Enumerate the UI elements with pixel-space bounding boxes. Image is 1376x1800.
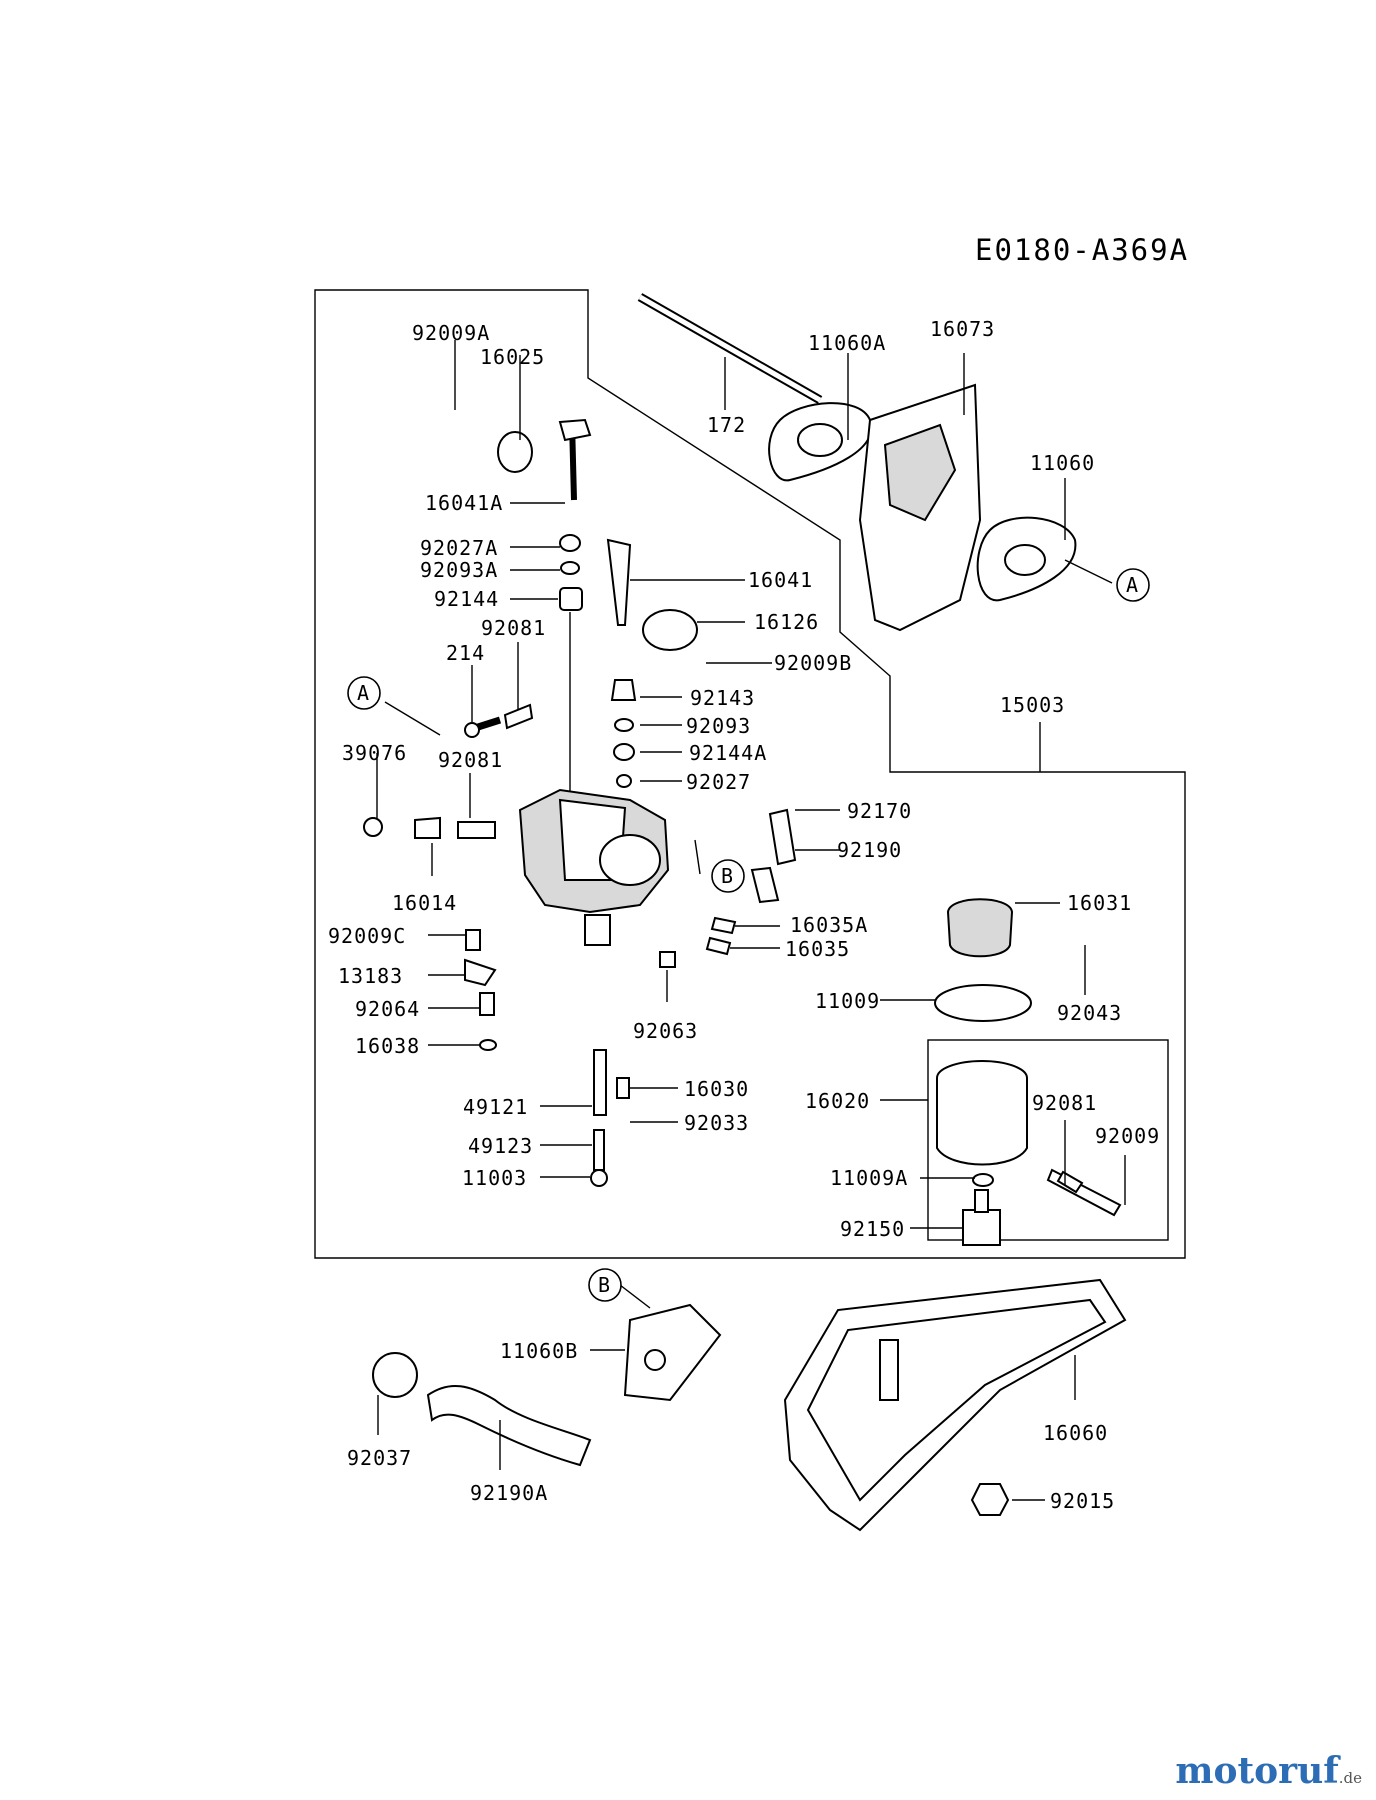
float-bowl-subframe <box>927 1039 1169 1241</box>
label-92027A: 92027A <box>420 536 498 560</box>
label-16126: 16126 <box>754 610 819 634</box>
label-11060: 11060 <box>1030 451 1095 475</box>
label-92144: 92144 <box>434 587 499 611</box>
reference-a-right: A <box>1126 573 1139 597</box>
label-16038: 16038 <box>355 1034 420 1058</box>
reference-b-top: B <box>721 864 734 888</box>
watermark-main: motoruf <box>1175 1750 1339 1792</box>
label-16035A: 16035A <box>790 913 868 937</box>
watermark-logo: motoruf.de <box>1175 1750 1362 1792</box>
label-92009A: 92009A <box>412 321 490 345</box>
label-214: 214 <box>446 641 485 665</box>
label-92015: 92015 <box>1050 1489 1115 1513</box>
label-92037: 92037 <box>347 1446 412 1470</box>
label-16060: 16060 <box>1043 1421 1108 1445</box>
label-16073: 16073 <box>930 317 995 341</box>
assembly-frame <box>314 289 1186 1259</box>
leader-lines <box>376 340 1126 1501</box>
label-92027: 92027 <box>686 770 751 794</box>
label-92043: 92043 <box>1057 1001 1122 1025</box>
label-92143: 92143 <box>690 686 755 710</box>
watermark-tld: .de <box>1338 1769 1362 1787</box>
reference-circle-b-top <box>711 859 745 893</box>
label-92081-lower: 92081 <box>1032 1091 1097 1115</box>
label-16035: 16035 <box>785 937 850 961</box>
label-92093: 92093 <box>686 714 751 738</box>
label-92150: 92150 <box>840 1217 905 1241</box>
label-11009: 11009 <box>815 989 880 1013</box>
label-92144A: 92144A <box>689 741 767 765</box>
label-92009B: 92009B <box>774 651 852 675</box>
label-92170: 92170 <box>847 799 912 823</box>
label-49123: 49123 <box>468 1134 533 1158</box>
label-92081-middle: 92081 <box>438 748 503 772</box>
label-172: 172 <box>707 413 746 437</box>
label-92190A: 92190A <box>470 1481 548 1505</box>
label-39076: 39076 <box>342 741 407 765</box>
reference-b-bottom: B <box>598 1273 611 1297</box>
label-92190: 92190 <box>837 838 902 862</box>
label-11003: 11003 <box>462 1166 527 1190</box>
reference-circle-a-right <box>1116 568 1150 602</box>
reference-circle-a-left <box>347 676 381 710</box>
label-13183: 13183 <box>338 964 403 988</box>
label-49121: 49121 <box>463 1095 528 1119</box>
label-16025: 16025 <box>480 345 545 369</box>
label-11060B: 11060B <box>500 1339 578 1363</box>
label-92093A: 92093A <box>420 558 498 582</box>
reference-circle-b-bottom <box>588 1268 622 1302</box>
label-16031: 16031 <box>1067 891 1132 915</box>
label-16014: 16014 <box>392 891 457 915</box>
label-92063: 92063 <box>633 1019 698 1043</box>
label-16020: 16020 <box>805 1089 870 1113</box>
diagram-code: E0180-A369A <box>975 233 1189 267</box>
label-92009: 92009 <box>1095 1124 1160 1148</box>
label-11009A: 11009A <box>830 1166 908 1190</box>
label-16041A: 16041A <box>425 491 503 515</box>
label-92081-upper: 92081 <box>481 616 546 640</box>
label-15003: 15003 <box>1000 693 1065 717</box>
reference-a-left: A <box>357 681 370 705</box>
label-11060A: 11060A <box>808 331 886 355</box>
label-92033: 92033 <box>684 1111 749 1135</box>
label-16041: 16041 <box>748 568 813 592</box>
label-92009C: 92009C <box>328 924 406 948</box>
label-92064: 92064 <box>355 997 420 1021</box>
label-16030: 16030 <box>684 1077 749 1101</box>
parts-artwork <box>363 293 1127 1532</box>
